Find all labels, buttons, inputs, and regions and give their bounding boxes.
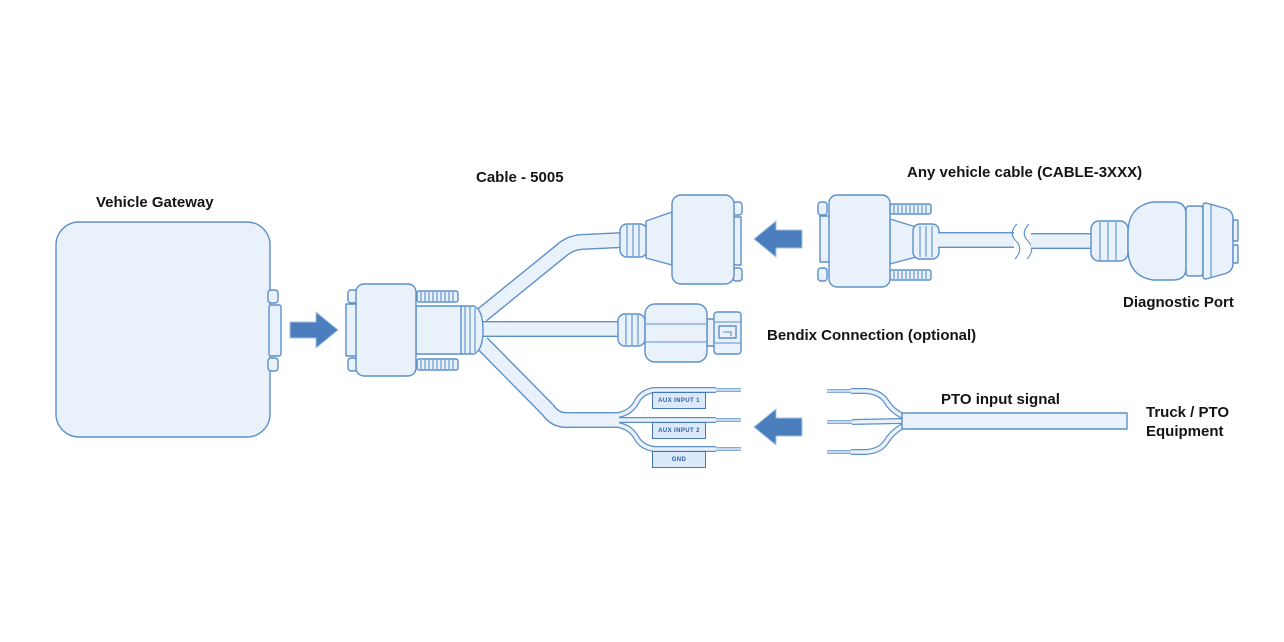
diag-ring <box>1185 205 1204 277</box>
right-arrow-icon <box>289 311 339 349</box>
male-strain-relief-ridges <box>919 226 933 257</box>
pto-input-wires <box>827 388 1128 455</box>
pto-wire-3-fill <box>851 424 904 454</box>
vehicle-cable-male-connector <box>817 194 1093 288</box>
diag-end-cap <box>1202 202 1234 280</box>
aux-breakout-wires <box>617 387 741 452</box>
left-arrow-top-icon <box>753 220 803 258</box>
male-tab-top <box>817 201 828 216</box>
splitter-strain-relief <box>460 305 484 355</box>
diag-strain-relief <box>1090 220 1129 262</box>
female-neck <box>645 211 673 266</box>
cable-break-mark-right <box>1023 223 1033 260</box>
branch-bottom-cable-fill <box>477 338 619 427</box>
branch-top-cable-fill <box>477 233 624 321</box>
gnd-tag: GND <box>652 451 706 468</box>
bendix-plug-lines <box>714 321 741 344</box>
female-body <box>671 194 735 285</box>
cable-5005-branches <box>476 232 624 428</box>
splitter-connector <box>345 283 484 377</box>
gateway-port-tab-top <box>267 289 279 304</box>
aux-input-2-tag: AUX INPUT 2 <box>652 422 706 439</box>
diag-strain-relief-ridges <box>1099 222 1117 260</box>
left-arrow-bottom-icon <box>753 408 803 446</box>
aux-wire-1-fill <box>617 388 716 417</box>
gateway-body <box>55 221 271 438</box>
pto-wire-1-fill <box>851 389 904 418</box>
male-screw-top-ridges <box>893 205 927 213</box>
male-neck <box>889 218 917 265</box>
male-body <box>828 194 891 288</box>
gateway-port-tab-bottom <box>267 357 279 372</box>
bendix-strain-relief-ridges <box>625 315 639 345</box>
male-tab-bottom <box>817 267 828 282</box>
bendix-body-lines <box>646 323 706 343</box>
splitter-screw-bottom-ridges <box>420 360 454 369</box>
vehicle-gateway-device <box>55 221 282 438</box>
label-truck-pto-equipment: Truck / PTO Equipment <box>1146 404 1230 440</box>
diagnostic-port-connector <box>1090 201 1239 281</box>
female-strain-relief-ridges <box>626 225 640 256</box>
label-bendix-connection: Bendix Connection (optional) <box>767 327 977 344</box>
label-vehicle-gateway: Vehicle Gateway <box>96 194 214 211</box>
cable-5005-female-connector <box>619 194 743 285</box>
splitter-screw-top-ridges <box>420 292 454 301</box>
bendix-plug-hook <box>723 331 732 336</box>
label-any-vehicle-cable: Any vehicle cable (CABLE-3XXX) <box>907 164 1143 181</box>
male-screw-bottom-ridges <box>893 271 927 279</box>
label-cable-5005: Cable - 5005 <box>476 169 564 186</box>
bendix-connector <box>617 303 742 363</box>
bendix-body <box>644 303 708 363</box>
diag-pin-bottom <box>1232 244 1239 264</box>
label-diagnostic-port: Diagnostic Port <box>1123 294 1234 311</box>
splitter-strain-relief-ridges <box>464 306 476 354</box>
label-pto-input-signal: PTO input signal <box>941 391 1060 408</box>
aux-input-1-tag: AUX INPUT 1 <box>652 392 706 409</box>
gateway-port <box>268 304 282 357</box>
diag-pin-top <box>1232 219 1239 242</box>
gnd-wire-fill <box>617 423 716 451</box>
truck-pto-cable <box>901 412 1128 430</box>
splitter-body <box>355 283 417 377</box>
diag-body <box>1127 201 1187 281</box>
cable-break-mark-left <box>1011 223 1021 260</box>
splitter-neck <box>415 305 463 355</box>
pto-wire-2-fill <box>851 419 904 424</box>
